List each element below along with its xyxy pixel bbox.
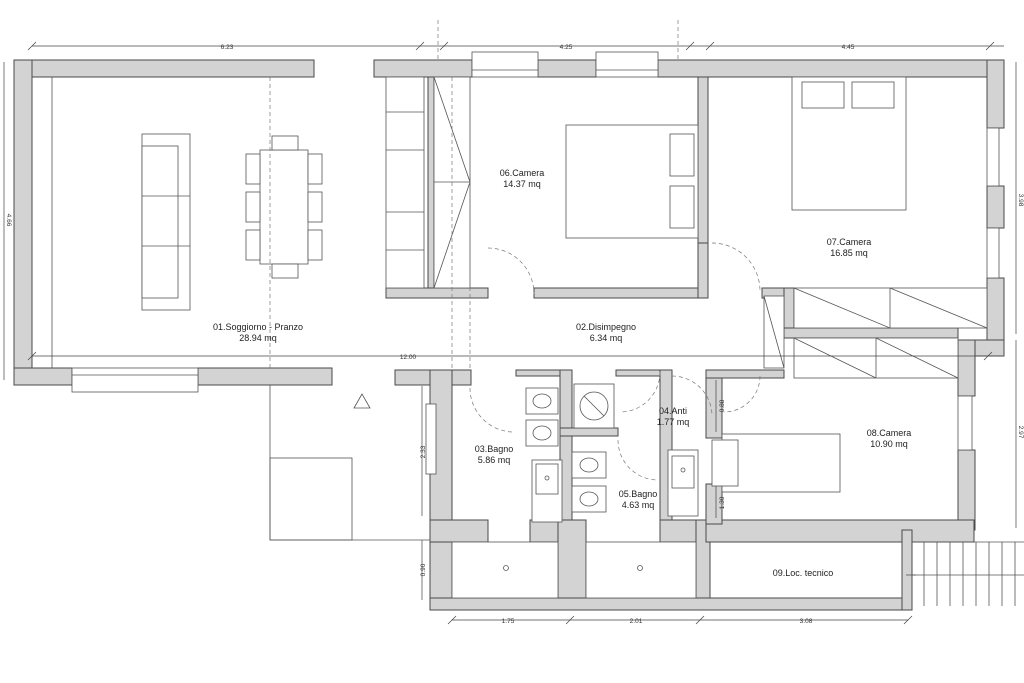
room-area: 16.85 mq: [830, 248, 868, 258]
bathroom-fixtures: [525, 383, 699, 523]
dim-top-3: 4.45: [842, 44, 855, 51]
stairs: [906, 541, 1024, 606]
room-area: 5.86 mq: [478, 455, 511, 465]
entrance-triangle-icon: [353, 393, 371, 409]
dim-anti: 0.88: [719, 399, 726, 412]
room-area: 4.63 mq: [622, 500, 655, 510]
storage-cabinet: [385, 76, 425, 289]
dimension-labels: 6.23 4.25 4.45 12.00 1.75 2.01 3.08 4.66…: [5, 44, 1024, 625]
walls: [13, 59, 1005, 611]
room-name: 07.Camera: [827, 237, 872, 247]
dimension-lines: [3, 41, 1017, 625]
room-name: 06.Camera: [500, 168, 545, 178]
room-name: 03.Bagno: [475, 444, 514, 454]
room-area: 6.34 mq: [590, 333, 623, 343]
room-name: 09.Loc. tecnico: [773, 568, 834, 578]
dim-top-2: 4.25: [560, 44, 573, 51]
furniture: [51, 76, 1024, 606]
dim-bottom-3: 3.08: [800, 618, 813, 625]
wardrobe: [793, 337, 959, 379]
windows: [71, 51, 1000, 475]
bed: [565, 124, 699, 239]
room-name: 01.Soggiorno - Pranzo: [213, 322, 303, 332]
dim-top-1: 6.23: [221, 44, 234, 51]
dim-bottom-2: 2.01: [630, 618, 643, 625]
room-name: 04.Anti: [659, 406, 687, 416]
dim-camera-wall: 1.30: [719, 496, 726, 509]
dim-bagno: 2.33: [420, 445, 427, 458]
dim-tecnico: 0.90: [420, 563, 427, 576]
room-area: 28.94 mq: [239, 333, 277, 343]
room-labels: 01.Soggiorno - Pranzo 28.94 mq 02.Disimp…: [213, 168, 911, 578]
doors: [269, 20, 761, 481]
dim-bottom-1: 1.75: [502, 618, 515, 625]
dim-left: 4.66: [5, 214, 12, 227]
bed: [791, 76, 907, 211]
room-area: 14.37 mq: [503, 179, 541, 189]
wardrobe: [793, 287, 988, 329]
dim-right-upper: 3.98: [1017, 194, 1024, 207]
room-name: 05.Bagno: [619, 489, 658, 499]
room-name: 08.Camera: [867, 428, 912, 438]
room-area: 10.90 mq: [870, 439, 908, 449]
room-name: 02.Disimpegno: [576, 322, 636, 332]
dim-right-lower: 2.97: [1017, 426, 1024, 439]
sofa: [141, 133, 191, 311]
dining-table: [245, 135, 323, 279]
bed: [711, 433, 841, 493]
room-area: 1.77 mq: [657, 417, 690, 427]
dim-overall: 12.00: [400, 354, 417, 361]
